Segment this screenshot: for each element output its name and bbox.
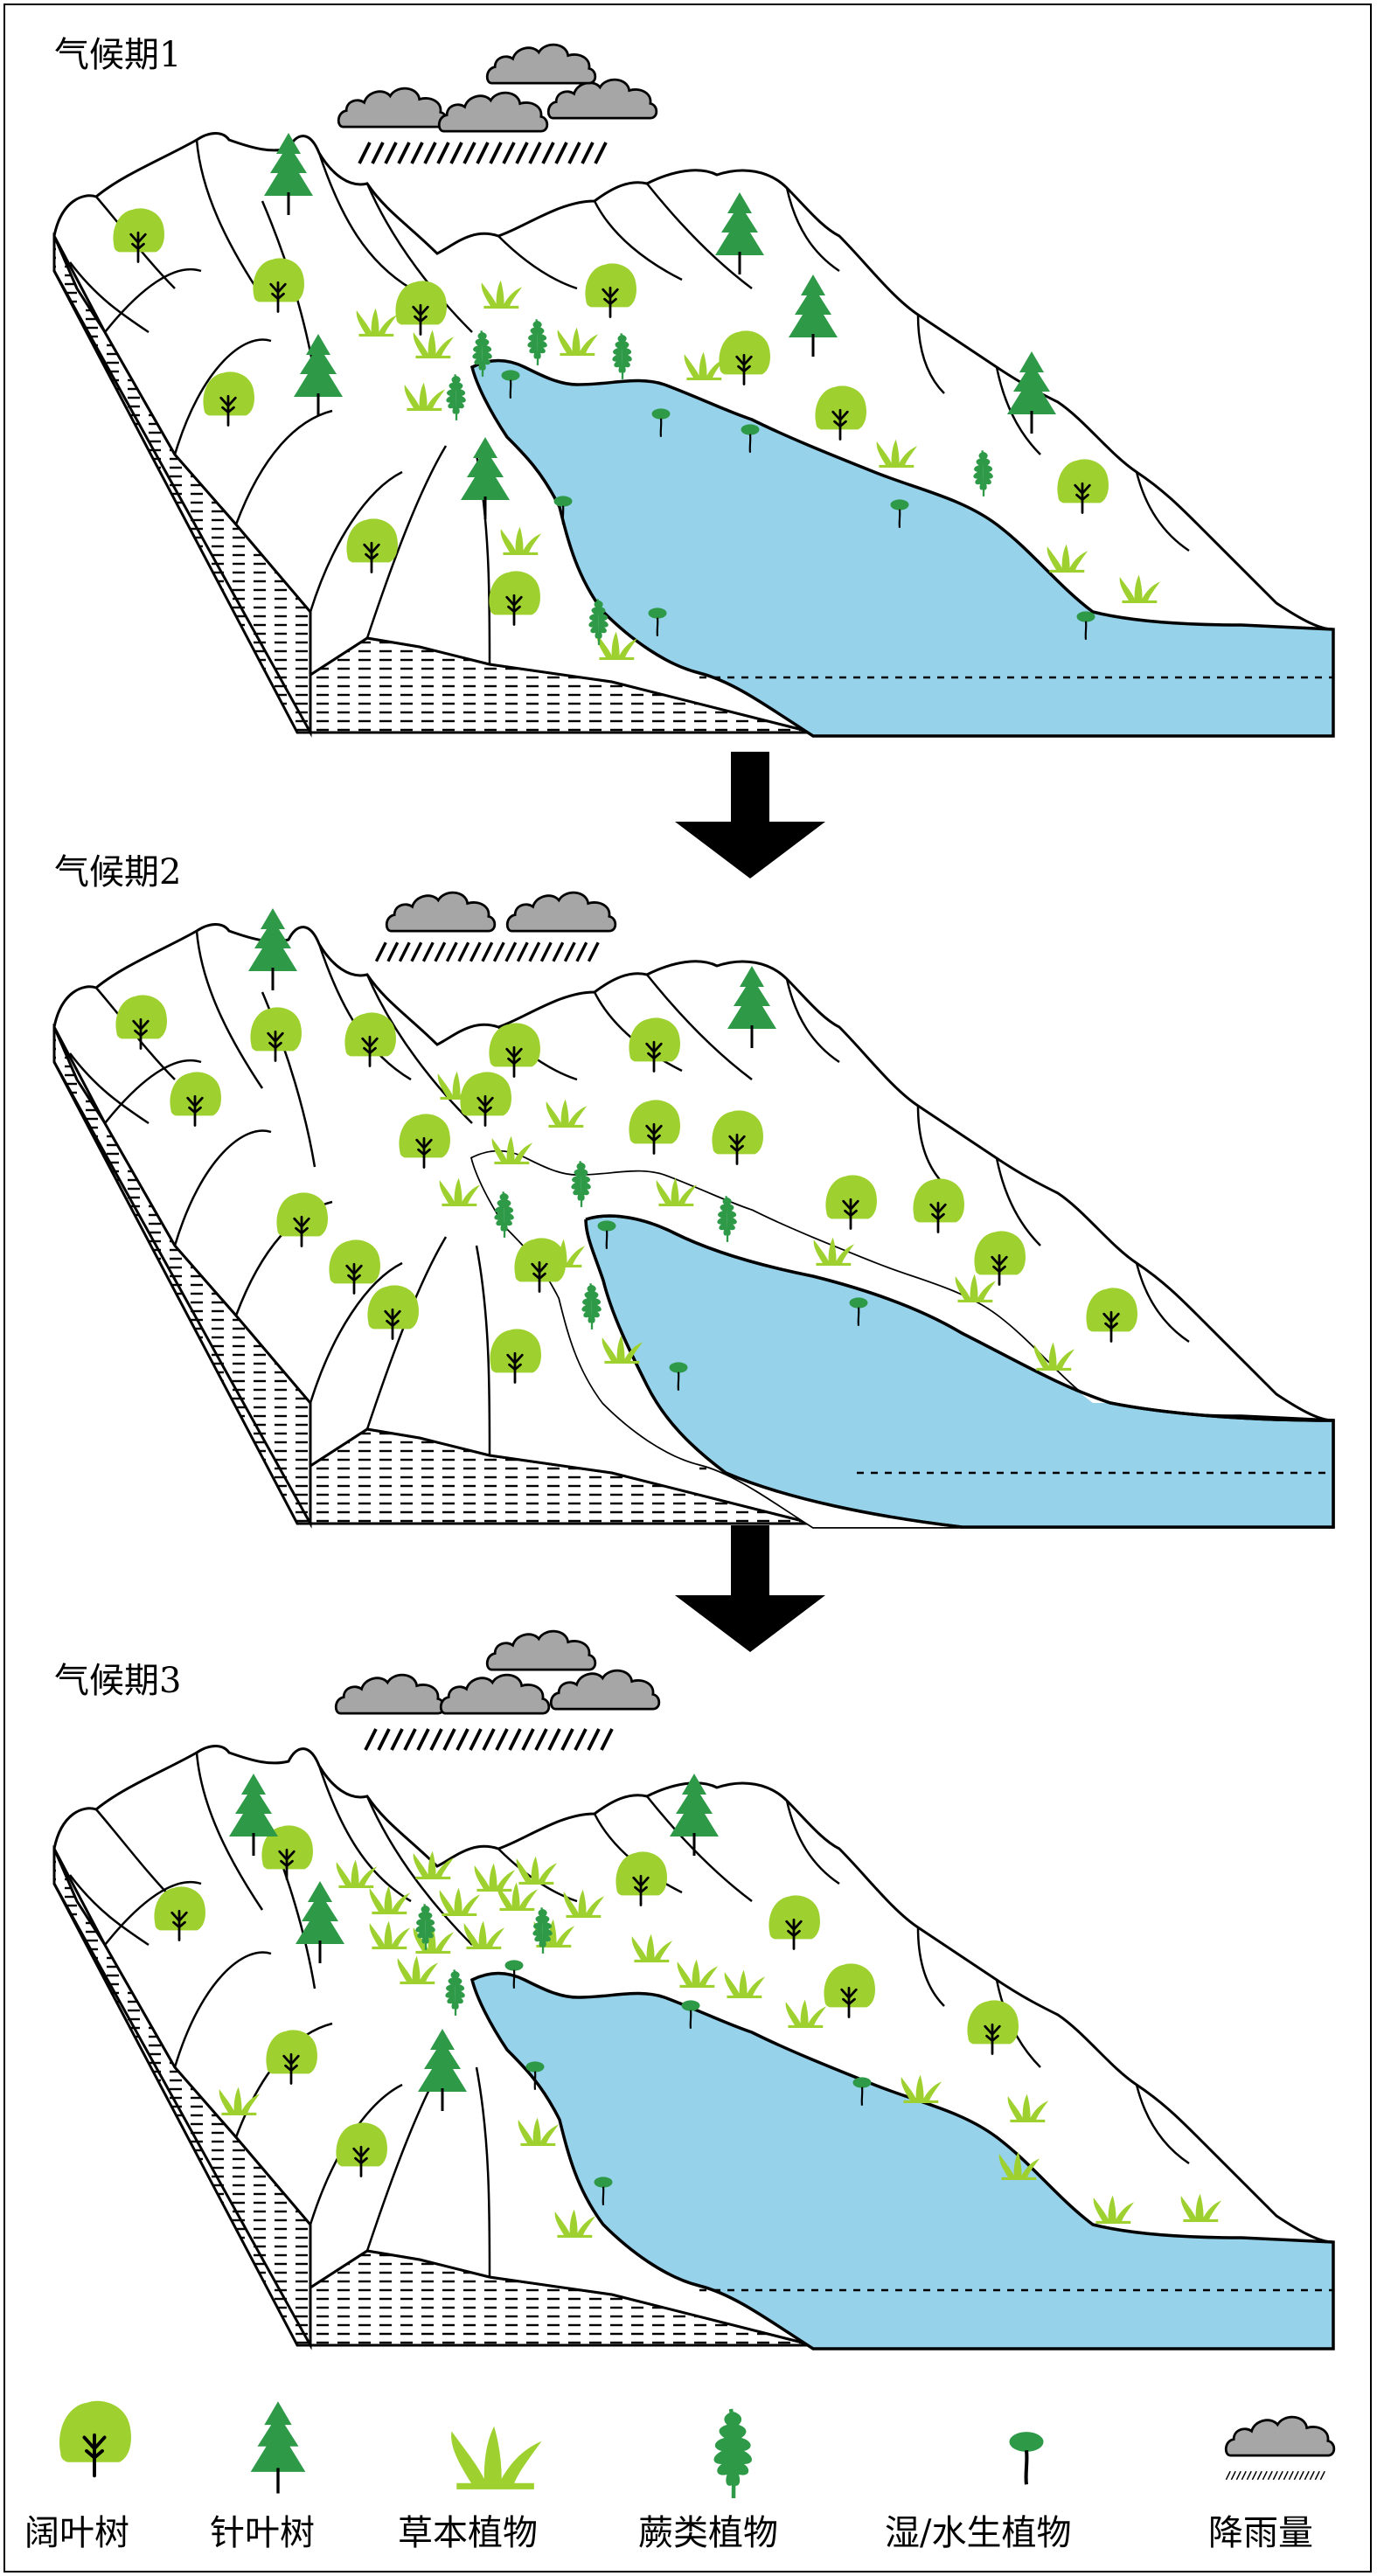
cloud-icon — [485, 43, 597, 85]
legend-fern-label: 蕨类植物 — [638, 2513, 778, 2553]
broadleaf-tree-icon — [58, 2399, 133, 2478]
period-2-title: 气候期2 — [54, 852, 182, 892]
cloud-icon — [334, 1673, 446, 1715]
period-1-panel — [52, 43, 1335, 738]
cloud-icon — [546, 78, 658, 120]
rain-icon — [359, 142, 606, 163]
legend-rainfall-label: 降雨量 — [1208, 2513, 1313, 2553]
cloud-icon — [385, 891, 497, 933]
period-3-title: 气候期3 — [54, 1661, 182, 1701]
cloud-icon — [1224, 2415, 1336, 2457]
legend — [58, 2399, 1336, 2498]
legend-herb-label: 草本植物 — [398, 2513, 538, 2553]
arrow-down-icon — [675, 752, 825, 878]
cloud-icon — [485, 1629, 597, 1671]
legend-aquatic-label: 湿/水生植物 — [885, 2513, 1072, 2553]
rain-icon — [365, 1729, 612, 1750]
legend-broadleaf-label: 阔叶树 — [24, 2513, 129, 2553]
cloud-icon — [437, 91, 549, 133]
legend-conifer-label: 针叶树 — [210, 2513, 315, 2553]
herb-icon — [451, 2427, 541, 2487]
rain-icon — [374, 941, 600, 963]
fern-icon — [714, 2409, 753, 2498]
period-2-panel — [52, 891, 1335, 1529]
aquatic-plant-icon — [1010, 2432, 1044, 2484]
conifer-tree-icon — [248, 2399, 308, 2496]
cloud-icon — [439, 1673, 551, 1715]
cloud-icon — [337, 87, 449, 128]
cloud-icon — [549, 1669, 661, 1711]
rain-icon — [1224, 2469, 1326, 2482]
cloud-icon — [505, 891, 617, 933]
period-3-panel — [52, 1629, 1335, 2350]
period-1-title: 气候期1 — [54, 35, 182, 75]
arrow-down-icon — [675, 1525, 825, 1652]
